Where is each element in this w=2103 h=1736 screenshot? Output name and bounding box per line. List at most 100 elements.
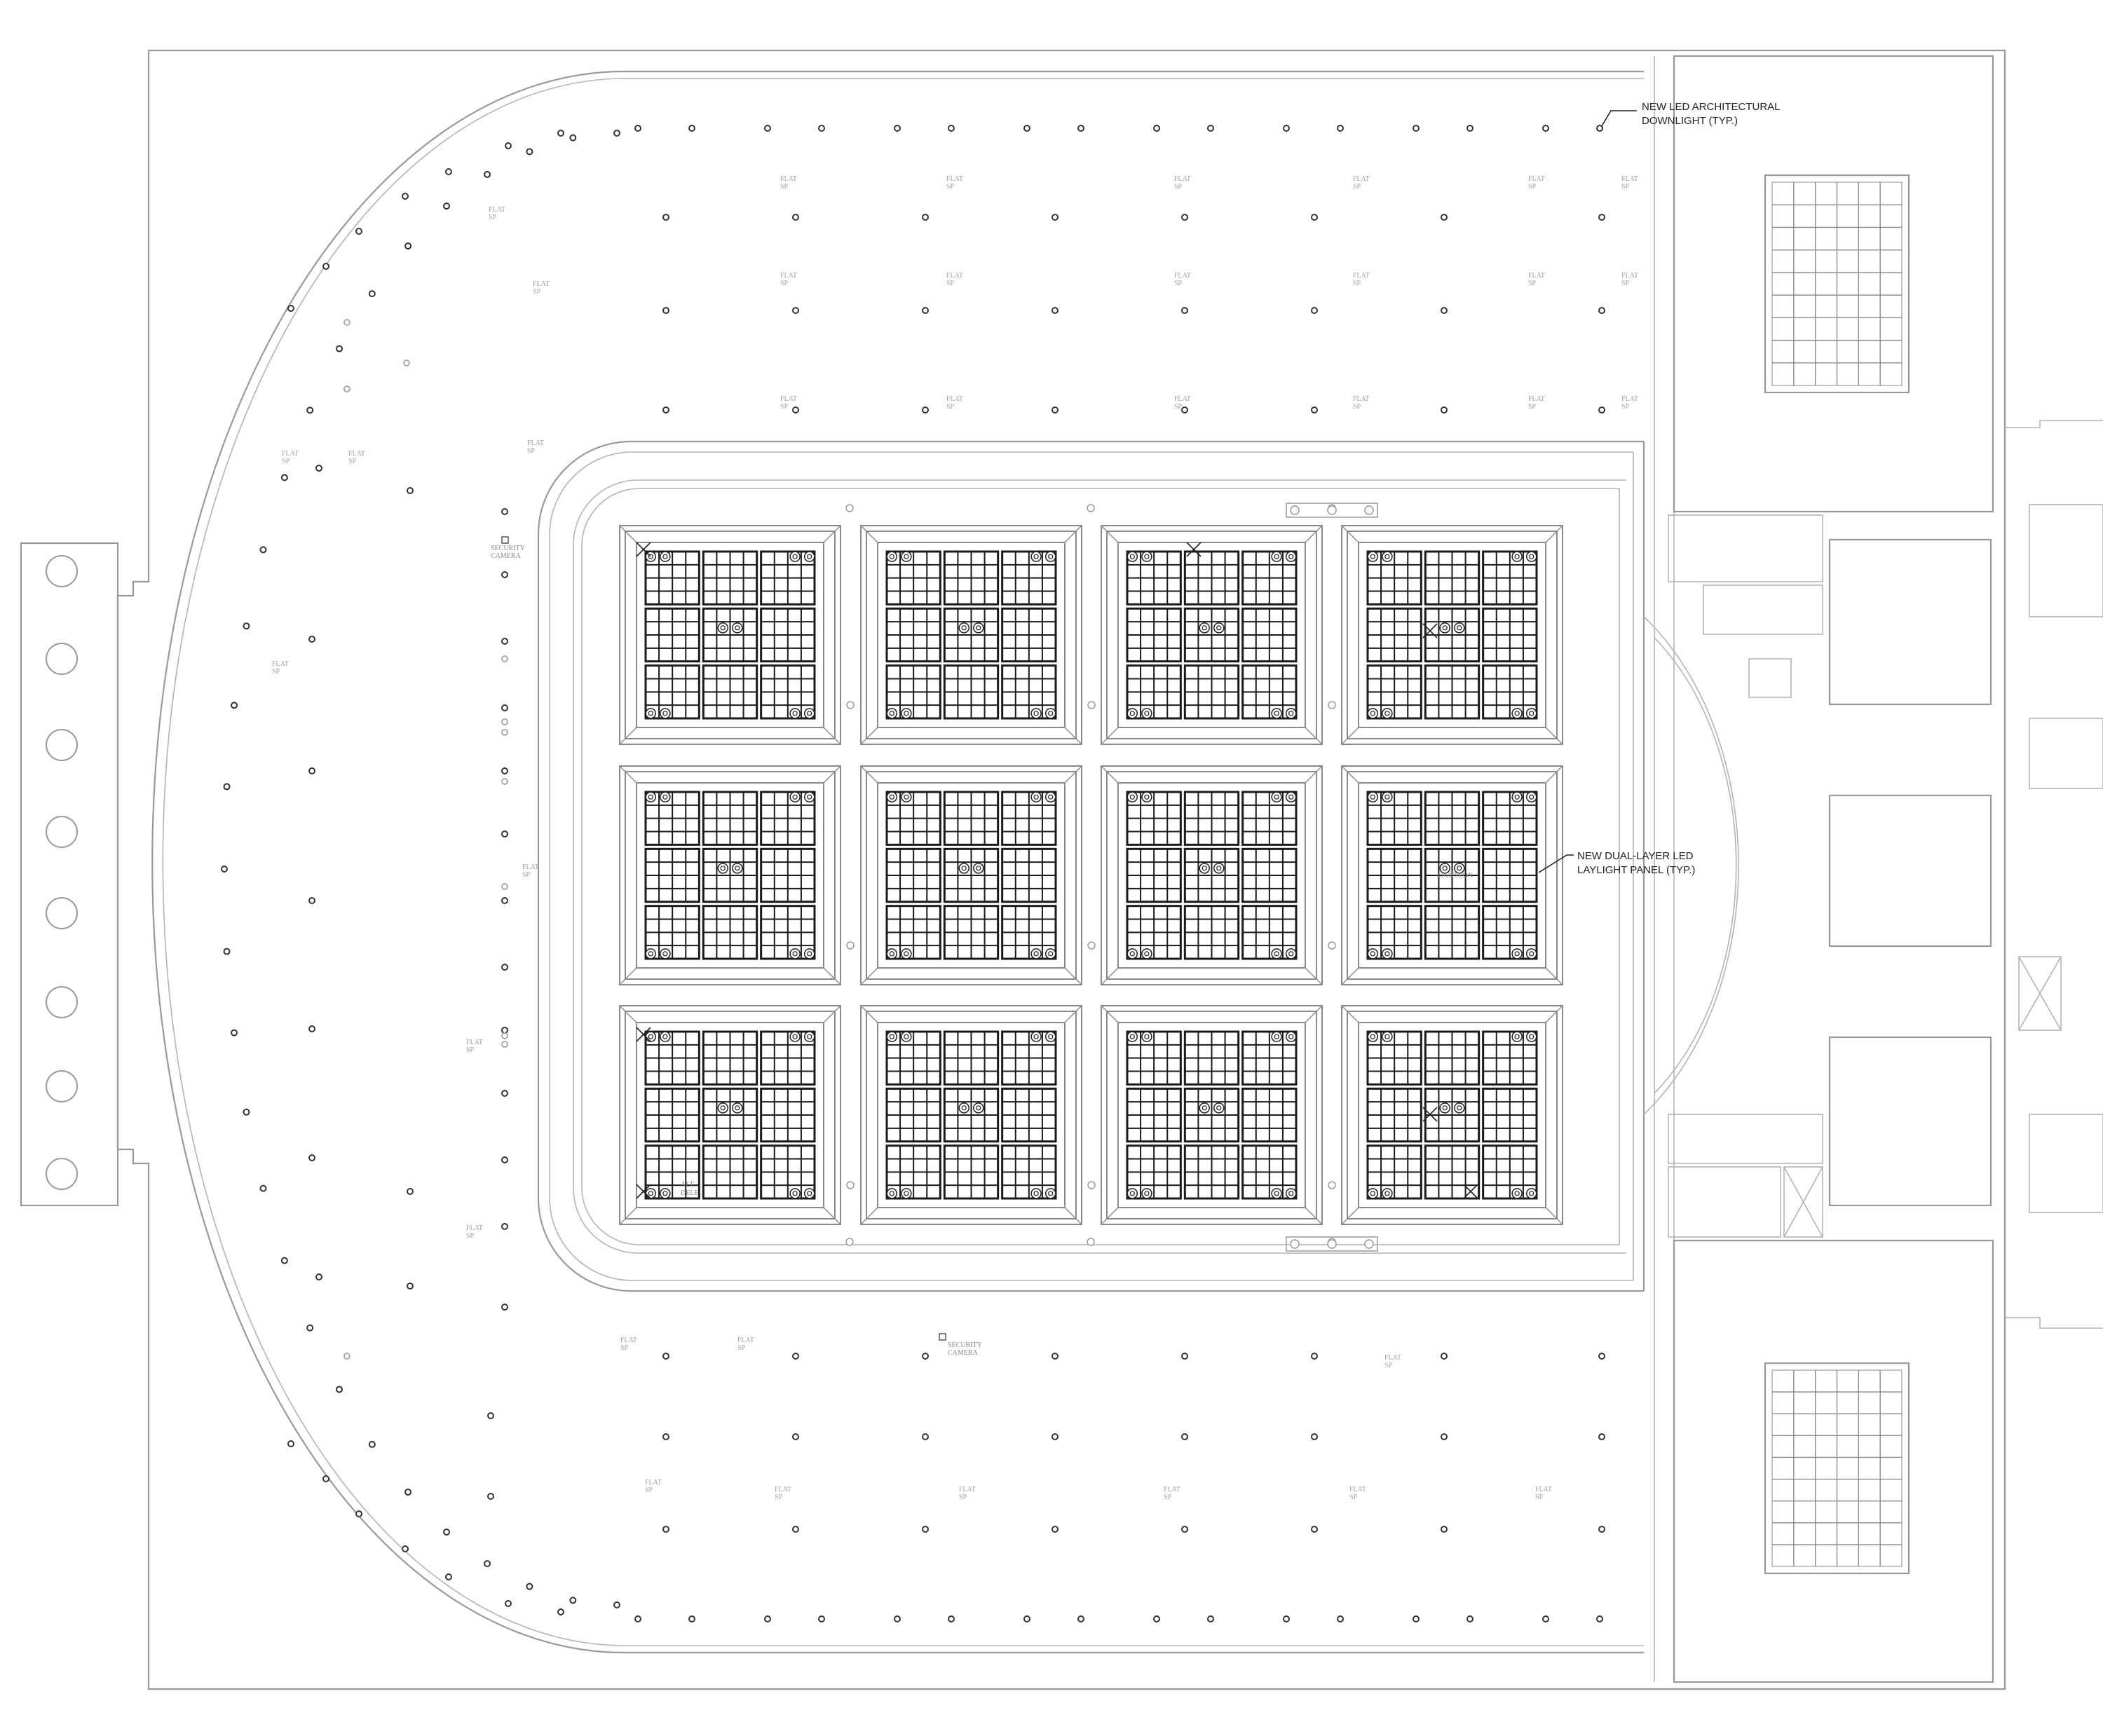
panel-frame: [619, 1005, 841, 1225]
laylight-panel: [1341, 765, 1563, 985]
laylight-callout-line1: NEW DUAL-LAYER LED: [1577, 850, 1694, 862]
panel-fixture-icon: [807, 711, 812, 716]
downlight-circle-icon: [1052, 406, 1059, 414]
laylight-panel: [619, 525, 855, 745]
panel-fixture-icon: [886, 1031, 898, 1042]
panel-fixture-icon: [1199, 1102, 1210, 1114]
panel-bevel: [1341, 727, 1359, 745]
panel-fixture-icon: [1442, 625, 1448, 631]
downlight-circle-icon: [1052, 1526, 1059, 1533]
panel-spacer-dot: [1087, 701, 1096, 709]
panel-fixture-icon: [1202, 1105, 1207, 1111]
panel-fixture-icon: [1511, 551, 1523, 562]
downlight-circle-icon: [948, 125, 955, 132]
panel-fixture-icon: [1382, 551, 1393, 562]
downlight-circle-icon: [1181, 1353, 1188, 1360]
panel-frame: [1358, 782, 1546, 969]
panel-fixture-icon: [889, 951, 894, 957]
panel-fixture-icon: [1271, 791, 1282, 802]
panel-fixture-icon: [1529, 951, 1534, 957]
downlight-circle-icon: [402, 1545, 409, 1552]
panel-frame: [1341, 525, 1563, 745]
downlight-circle-icon: [308, 767, 315, 774]
panel-fixture-icon: [1141, 1031, 1152, 1042]
downlight-circle-icon: [1311, 307, 1318, 314]
panel-fixture-icon: [904, 951, 909, 957]
column-circle: [46, 555, 78, 587]
panel-fixture-icon: [1285, 551, 1297, 562]
panel-fixture-icon: [1144, 711, 1150, 716]
panel-frame: [860, 525, 1082, 745]
column-circle: [46, 1158, 78, 1190]
panel-fixture-icon: [904, 711, 909, 716]
end-plate-dot: [1327, 505, 1337, 515]
panel-frame: [1117, 782, 1306, 969]
security-camera-icon: [939, 1333, 946, 1341]
x-box-icon: [636, 1184, 651, 1199]
panel-fixture-icon: [1457, 1105, 1462, 1111]
panel-bevel: [1305, 1207, 1323, 1225]
downlight-circle-icon: [1207, 1615, 1214, 1622]
downlight-circle-icon: [1023, 1615, 1030, 1622]
panel-fixture-icon: [1271, 708, 1282, 719]
panel-fixture-icon: [662, 1191, 668, 1196]
panel-fixture-icon: [1439, 1102, 1450, 1114]
panel-fixture-icon: [1382, 948, 1393, 959]
downlight-circle-icon: [243, 1108, 250, 1116]
panel-fixture-icon: [1048, 1191, 1054, 1196]
panel-fixture-icon: [1370, 554, 1375, 559]
downlight-circle-icon: [1413, 125, 1420, 132]
panel-frame: [1106, 531, 1317, 739]
flat-sp-label: SP: [775, 1494, 783, 1501]
panel-fixture-icon: [1384, 1191, 1390, 1196]
panel-fixture-icon: [1044, 1031, 1056, 1042]
downlight-circle-icon: [613, 130, 620, 137]
downlight-circle-icon: [501, 1027, 508, 1034]
downlight-circle-icon: [505, 1600, 512, 1607]
panel-frame: [1101, 1005, 1323, 1225]
downlight-circle-icon: [1052, 214, 1059, 221]
column-circle: [46, 1070, 78, 1102]
panel-fixture-icon: [1367, 551, 1379, 562]
panel-fixture-icon: [1033, 1034, 1039, 1039]
downlight-circle-icon: [368, 1440, 376, 1448]
downlight-circle-icon: [315, 465, 322, 472]
downlight-circle-icon: [662, 1433, 669, 1440]
panel-fixture-icon: [803, 551, 815, 562]
flat-sp-label: SP: [1384, 1362, 1393, 1369]
panel-fixture-icon: [789, 1031, 801, 1042]
panel-fixture-icon: [901, 708, 912, 719]
panel-fixture-icon: [1144, 951, 1150, 957]
column-circle: [46, 729, 78, 761]
flat-sp-label: FLAT: [533, 280, 550, 288]
panel-fixture-icon: [660, 948, 671, 959]
flat-sp-label: SP: [1621, 280, 1630, 287]
downlight-circle-icon: [336, 1386, 343, 1393]
flat-sp-label: SP: [272, 668, 280, 676]
flat-sp-label: SP: [1528, 183, 1537, 191]
downlight-circle-icon: [1181, 406, 1188, 414]
downlight-circle-icon: [1153, 125, 1160, 132]
panel-fixture-icon: [1216, 625, 1222, 631]
panel-bevel: [619, 967, 637, 985]
flat-sp-label: FLAT: [780, 395, 797, 403]
panel-spacer-dot: [1328, 1181, 1336, 1189]
panel-bevel: [1064, 525, 1082, 543]
laylight-panel: [1101, 1005, 1336, 1225]
panel-fixture-icon: [732, 863, 743, 874]
panel-fixture-icon: [648, 794, 653, 800]
flat-sp-label: FLAT: [1164, 1486, 1180, 1494]
panel-fixture-icon: [1127, 1031, 1138, 1042]
laylight-panel: [860, 1005, 1096, 1225]
panel-fixture-icon: [645, 1031, 657, 1042]
downlight-circle-icon: [1596, 1615, 1603, 1622]
panel-fixture-icon: [1144, 1191, 1150, 1196]
downlight-circle-icon: [407, 1283, 414, 1290]
downlight-circle-icon: [443, 1529, 451, 1536]
panel-bevel: [1341, 1207, 1359, 1225]
downlight-circle-icon: [1542, 125, 1549, 132]
panel-fixture-icon: [1129, 951, 1135, 957]
panel-fixture-icon: [1514, 951, 1520, 957]
panel-fixture-icon: [662, 711, 668, 716]
flat-sp-label: FLAT: [946, 175, 963, 183]
